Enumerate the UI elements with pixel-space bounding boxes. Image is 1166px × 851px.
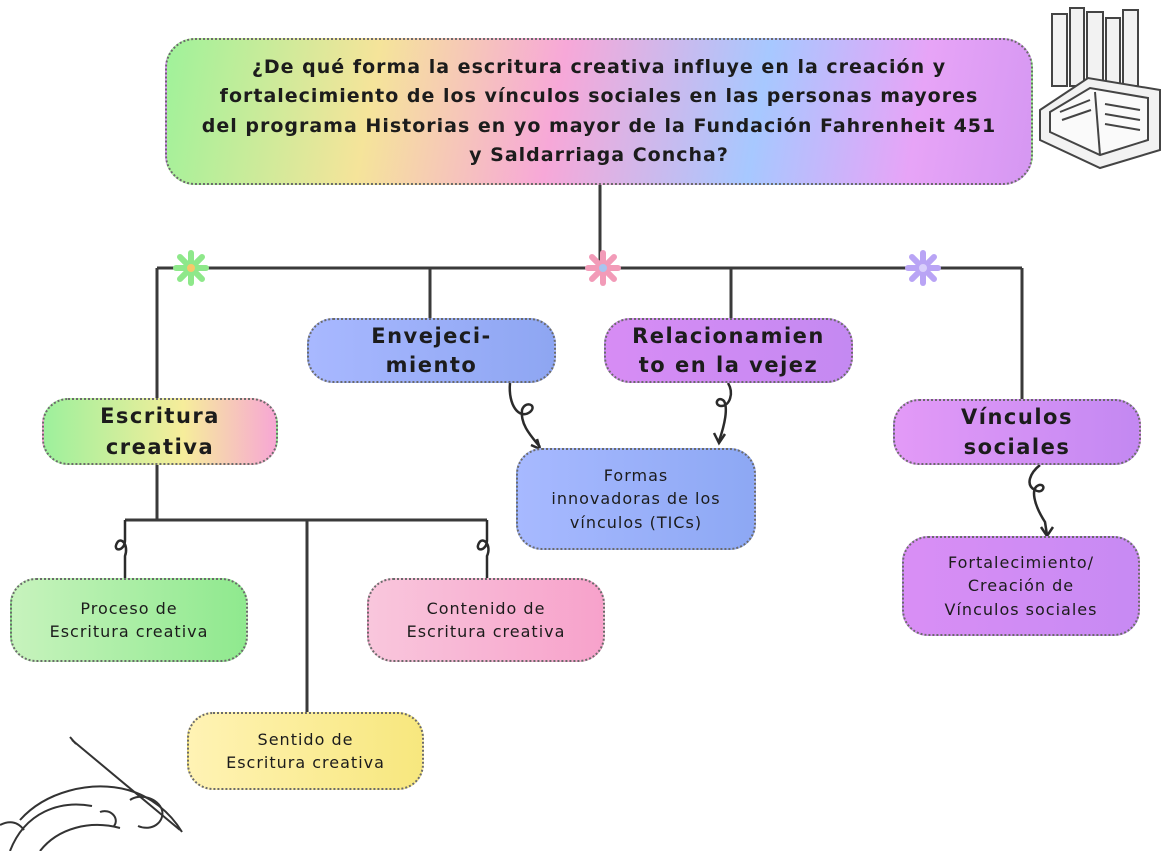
research-question-box: ¿De qué forma la escritura creativa infl… bbox=[165, 38, 1033, 185]
flower-icon bbox=[905, 250, 941, 286]
flower-icon bbox=[585, 250, 621, 286]
node-vinculos-sociales-label: Vínculos sociales bbox=[961, 404, 1073, 459]
node-sentido-escritura: Sentido de Escritura creativa bbox=[187, 712, 424, 790]
books-illustration bbox=[1039, 7, 1161, 170]
connector-lines bbox=[125, 185, 1024, 712]
node-contenido-escritura: Contenido de Escritura creativa bbox=[367, 578, 605, 662]
node-contenido-escritura-label: Contenido de Escritura creativa bbox=[406, 598, 566, 641]
node-escritura-creativa-label: Escritura creativa bbox=[100, 404, 220, 459]
node-envejecimiento-label: Envejeci- miento bbox=[371, 324, 492, 377]
node-relacionamiento: Relacionamien to en la vejez bbox=[604, 318, 853, 383]
flower-icon bbox=[173, 250, 209, 286]
node-vinculos-sociales: Vínculos sociales bbox=[893, 399, 1141, 465]
node-escritura-creativa: Escritura creativa bbox=[42, 398, 278, 465]
hand-writing-illustration bbox=[0, 736, 183, 851]
node-sentido-escritura-label: Sentido de Escritura creativa bbox=[226, 729, 385, 772]
node-fortalecimiento: Fortalecimiento/ Creación de Vínculos so… bbox=[902, 536, 1140, 636]
node-fortalecimiento-label: Fortalecimiento/ Creación de Vínculos so… bbox=[944, 553, 1098, 619]
node-envejecimiento: Envejeci- miento bbox=[307, 318, 556, 383]
node-formas-innovadoras-label: Formas innovadoras de los vínculos (TICs… bbox=[551, 466, 721, 532]
node-proceso-escritura: Proceso de Escritura creativa bbox=[10, 578, 248, 662]
node-formas-innovadoras: Formas innovadoras de los vínculos (TICs… bbox=[516, 448, 756, 550]
node-proceso-escritura-label: Proceso de Escritura creativa bbox=[49, 598, 209, 641]
research-question-text: ¿De qué forma la escritura creativa infl… bbox=[201, 55, 997, 166]
node-relacionamiento-label: Relacionamien to en la vejez bbox=[632, 324, 825, 377]
